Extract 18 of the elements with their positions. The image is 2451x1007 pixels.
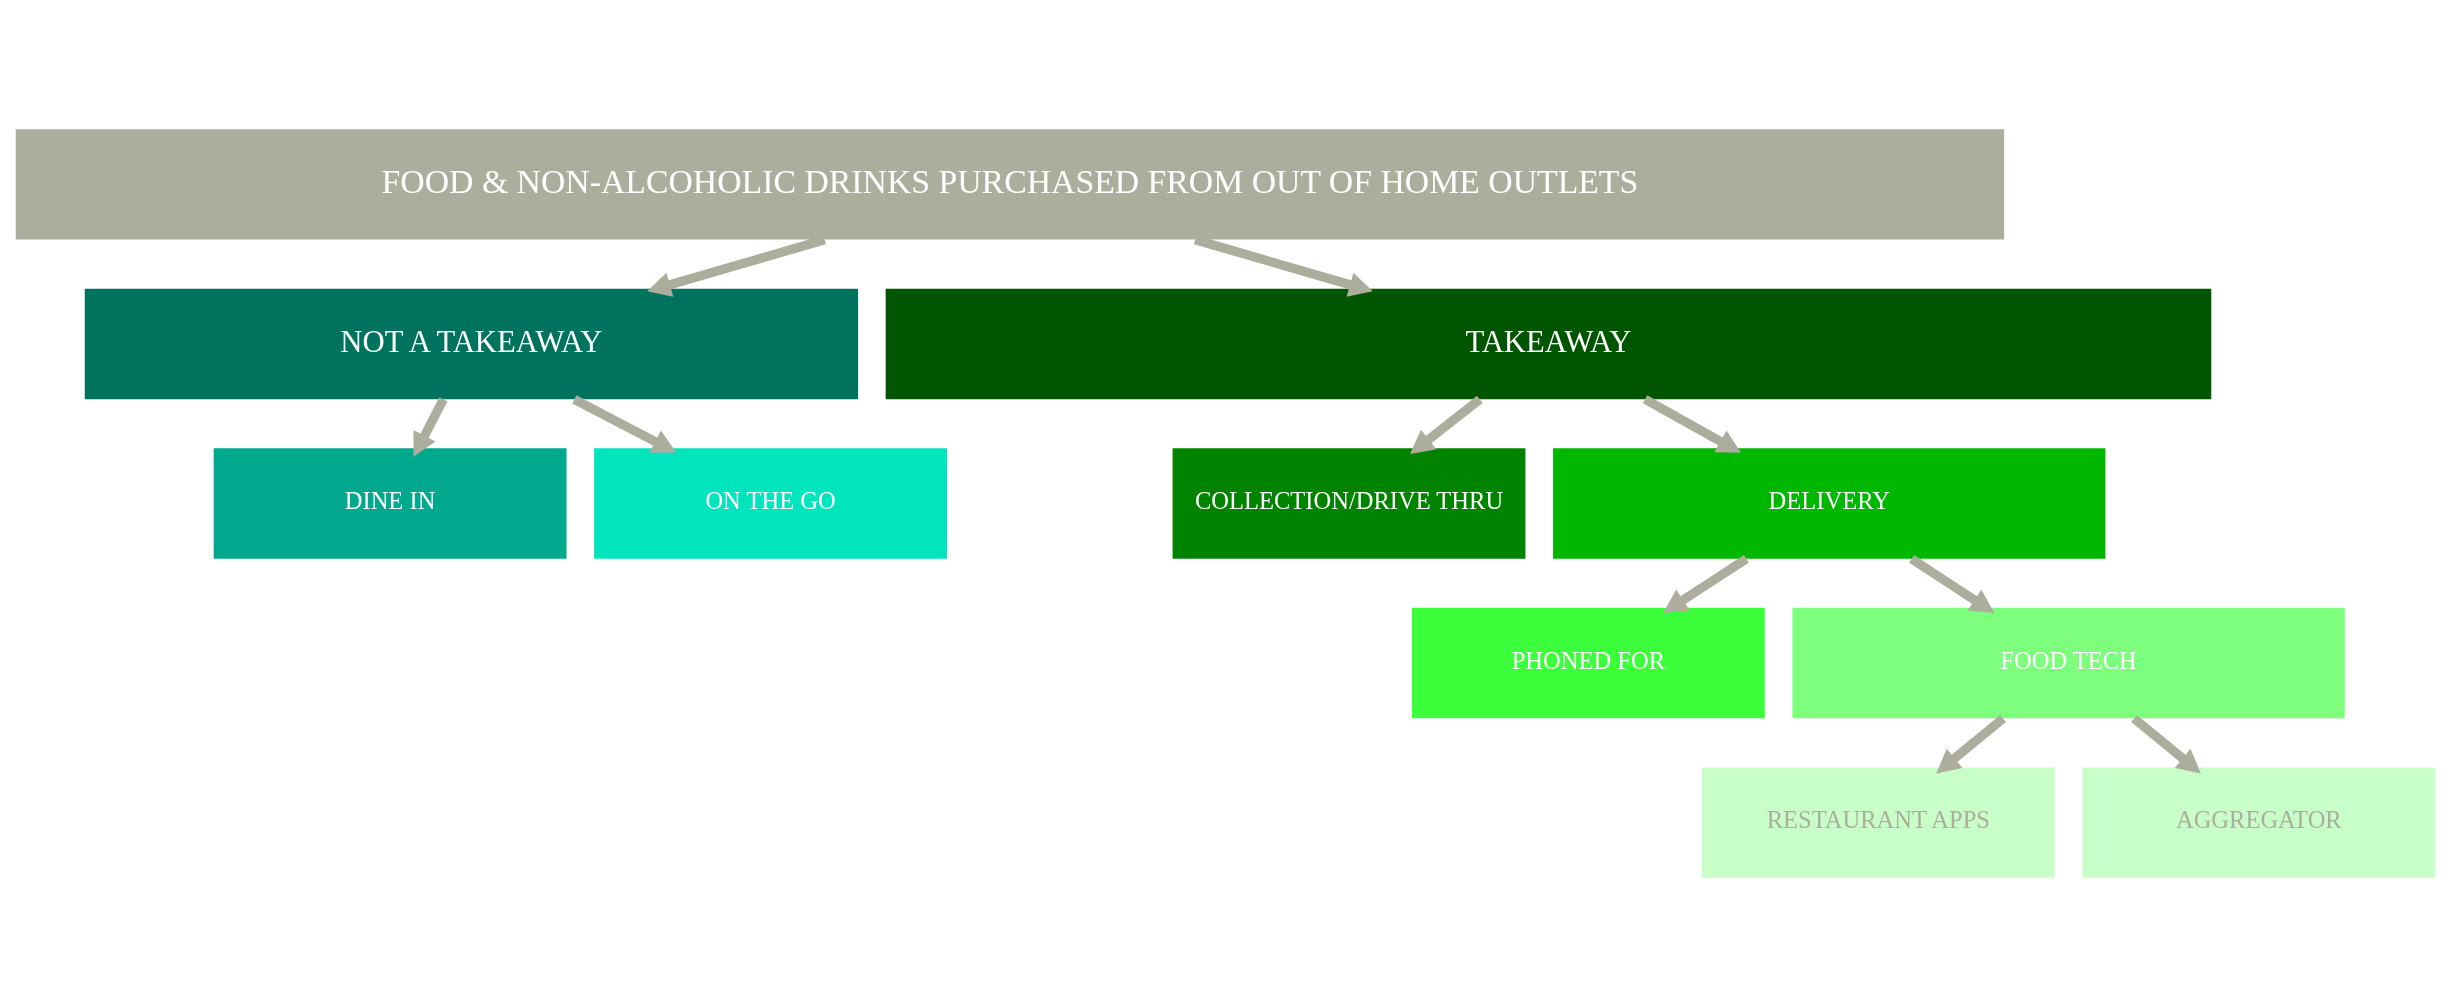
arrow (1936, 714, 2007, 774)
arrow (1909, 555, 1995, 613)
node-box: DINE IN (213, 448, 567, 559)
node-box: PHONED FOR (1411, 607, 1765, 719)
arrow (413, 397, 448, 457)
node-box: DELIVERY (1553, 448, 2106, 559)
node-box: RESTAURANT APPS (1701, 767, 2055, 878)
node-box: TAKEAWAY (885, 288, 2212, 400)
arrow (1410, 395, 1483, 455)
node-box: ON THE GO (594, 448, 948, 559)
arrow (1663, 555, 1749, 613)
node-box: COLLECTION/DRIVE THRU (1172, 448, 1526, 559)
arrow (2131, 714, 2201, 774)
node-box: AGGREGATOR (2082, 767, 2436, 878)
node-box: NOT A TAKEAWAY (84, 288, 859, 400)
node-box: FOOD & NON-ALCOHOLIC DRINKS PURCHASED FROM OUT OF HOME OUTLETS (15, 129, 2005, 240)
arrow (1642, 395, 1742, 453)
node-box: FOOD TECH (1792, 607, 2345, 719)
